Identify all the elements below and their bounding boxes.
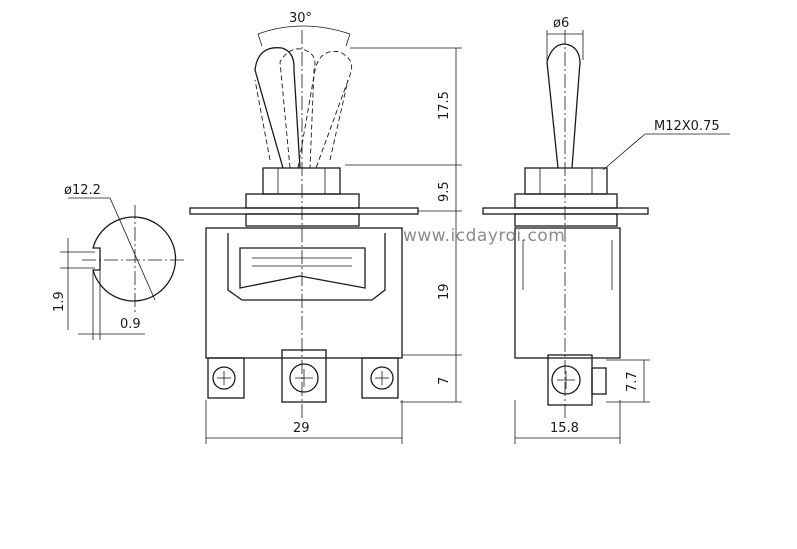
front-width-label: 29 [293,421,310,436]
keyway-width-label: 0.9 [120,317,141,332]
angle-label: 30° [289,11,312,26]
keyway-detail: ø12.2 1.9 0.9 [52,183,186,340]
front-width-dim [205,400,403,444]
keyway-height-label: 1.9 [52,291,67,312]
side-terminal-height-label: 7.7 [625,371,640,392]
bushing-height-label: 9.5 [437,181,452,202]
front-view: 30° [189,11,462,444]
body-height-label: 19 [437,283,452,300]
watermark: www.icdayroi.com [403,226,565,246]
front-bushing [245,167,360,227]
angle-arc [257,25,351,35]
front-mounting-plate [189,207,419,215]
terminal-height-label: 7 [437,377,452,385]
front-terminals [207,349,399,403]
side-toggle-lever [546,43,581,169]
front-vertical-dims [345,47,462,403]
front-body [205,227,403,359]
side-bushing [514,167,618,227]
lever-height-label: 17.5 [437,91,452,120]
front-toggle-lever [254,47,353,169]
side-view: ø6 M12X0.75 7.7 [482,16,730,444]
disc-diameter-label: ø12.2 [64,183,101,198]
lever-diameter-label: ø6 [553,16,569,31]
side-mounting-plate [482,207,649,215]
side-width-label: 15.8 [550,421,579,436]
thread-label: M12X0.75 [654,119,720,134]
side-body [514,227,621,359]
side-terminal [547,354,607,406]
